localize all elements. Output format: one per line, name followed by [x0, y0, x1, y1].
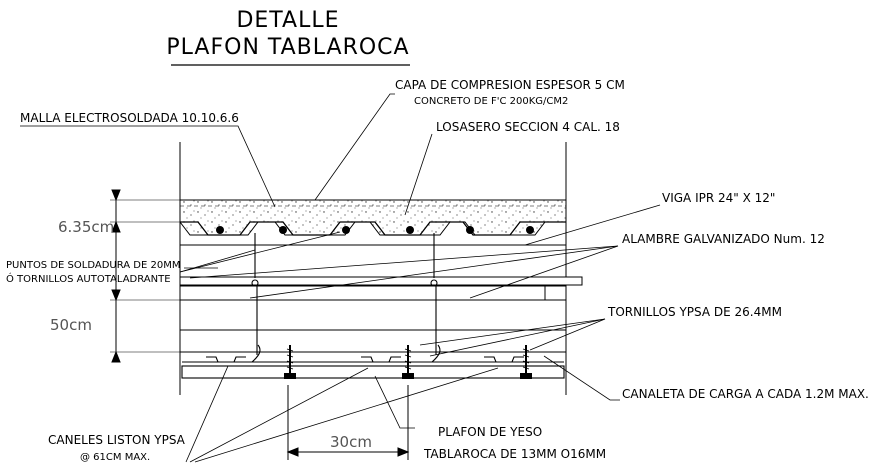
concrete-slab — [179, 199, 567, 236]
section-boundaries — [179, 142, 567, 395]
horizontal-dimension — [286, 385, 410, 460]
title-line1: DETALLE — [236, 8, 339, 33]
steel-beam — [179, 244, 583, 353]
label-viga: VIGA IPR 24" X 12" — [662, 191, 775, 205]
label-losasero: LOSASERO SECCION 4 CAL. 18 — [436, 120, 620, 134]
dim-slab: 6.35cm — [58, 218, 114, 236]
label-caneles-2: @ 61CM MAX. — [80, 452, 150, 463]
label-plafon: PLAFON DE YESO — [438, 425, 542, 439]
carrier-channels — [206, 356, 524, 363]
label-capa-1: CAPA DE COMPRESION ESPESOR 5 CM — [395, 78, 625, 92]
label-alambre: ALAMBRE GALVANIZADO Num. 12 — [622, 232, 825, 246]
hanger-wires — [251, 233, 441, 363]
label-caneles-1: CANELES LISTON YPSA — [48, 433, 186, 447]
dim-spacing: 30cm — [330, 433, 372, 451]
vertical-dimension — [110, 189, 180, 363]
label-tablaroca: TABLAROCA DE 13MM O16MM — [423, 447, 606, 461]
label-canaleta: CANALETA DE CARGA A CADA 1.2M MAX. — [622, 387, 869, 401]
label-tornillos: TORNILLOS YPSA DE 26.4MM — [607, 305, 782, 319]
label-malla: MALLA ELECTROSOLDADA 10.10.6.6 — [20, 111, 239, 125]
label-puntos-1: PUNTOS DE SOLDADURA DE 20MM — [6, 260, 180, 271]
label-capa-2: CONCRETO DE F'C 200KG/CM2 — [414, 96, 568, 107]
label-puntos-2: Ó TORNILLOS AUTOTALADRANTE — [6, 272, 171, 285]
leader-lines — [20, 93, 661, 463]
title-line2: PLAFON TABLAROCA — [166, 35, 409, 60]
screws — [284, 345, 532, 379]
gypsum-board — [181, 365, 565, 379]
dim-hanger: 50cm — [50, 316, 92, 334]
rebar-dots — [216, 226, 534, 234]
steel-deck — [180, 221, 566, 236]
